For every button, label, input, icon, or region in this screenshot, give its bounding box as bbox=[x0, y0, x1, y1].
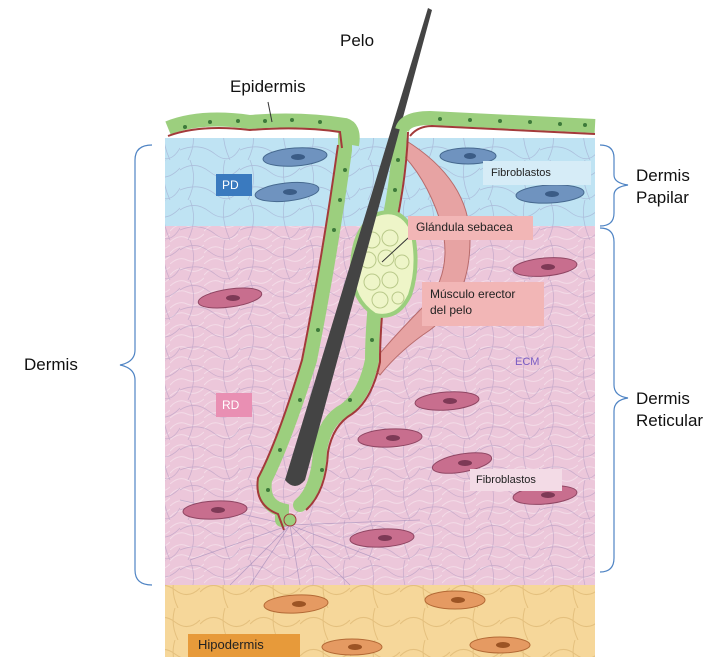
rd-badge: RD bbox=[216, 393, 252, 417]
hypodermis-badge: Hipodermis bbox=[188, 634, 300, 657]
reticular-bracket bbox=[600, 228, 628, 572]
fibroblasts-top-label: Fibroblastos bbox=[483, 161, 591, 185]
fibroblasts-bottom-label: Fibroblastos bbox=[470, 469, 562, 491]
papillary-bracket bbox=[600, 145, 628, 226]
sebaceous-gland-label: Glándula sebacea bbox=[408, 216, 533, 240]
reticular-dermis-label: Dermis Reticular bbox=[636, 388, 703, 432]
epidermis-label: Epidermis bbox=[230, 76, 306, 98]
pd-badge: PD bbox=[216, 174, 252, 196]
dermal-papilla bbox=[284, 514, 296, 526]
dermis-label: Dermis bbox=[24, 354, 78, 376]
papillary-dermis-label: Dermis Papilar bbox=[636, 165, 690, 209]
hair-label: Pelo bbox=[340, 30, 374, 52]
arrector-muscle-label: Músculo erector del pelo bbox=[422, 282, 544, 326]
ecm-label: ECM bbox=[515, 356, 539, 368]
dermis-bracket bbox=[120, 145, 152, 585]
